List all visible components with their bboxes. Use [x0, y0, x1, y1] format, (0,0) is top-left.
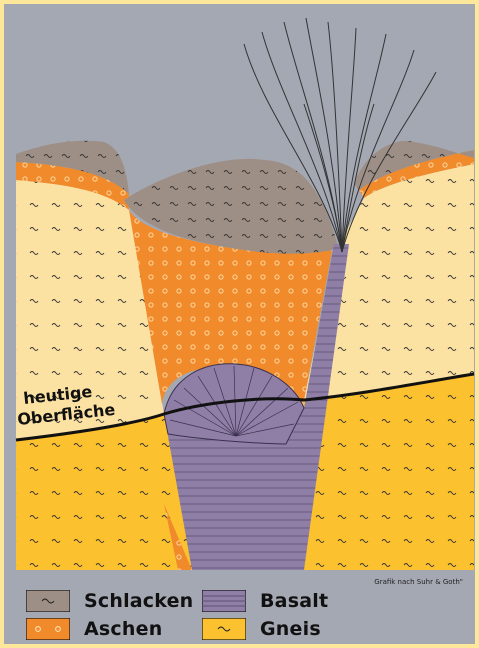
- legend-label-basalt: Basalt: [260, 590, 328, 612]
- diagram-frame: heutige Oberfläche Grafik nach Suhr & Go…: [4, 4, 475, 644]
- volcano-cross-section: heutige Oberfläche: [4, 4, 475, 644]
- credit-text: Grafik nach Suhr & Goth": [374, 578, 463, 586]
- schlacken-swatch: [26, 590, 70, 612]
- basalt-swatch: [202, 590, 246, 612]
- aschen-swatch: [26, 618, 70, 640]
- legend-label-schlacken: Schlacken: [84, 590, 193, 612]
- legend-label-aschen: Aschen: [84, 618, 162, 640]
- legend-item-aschen: Aschen: [26, 618, 162, 640]
- legend-item-basalt: Basalt: [202, 590, 328, 612]
- legend-item-schlacken: Schlacken: [26, 590, 193, 612]
- legend-item-gneis: Gneis: [202, 618, 321, 640]
- gneis-swatch: [202, 618, 246, 640]
- legend-label-gneis: Gneis: [260, 618, 321, 640]
